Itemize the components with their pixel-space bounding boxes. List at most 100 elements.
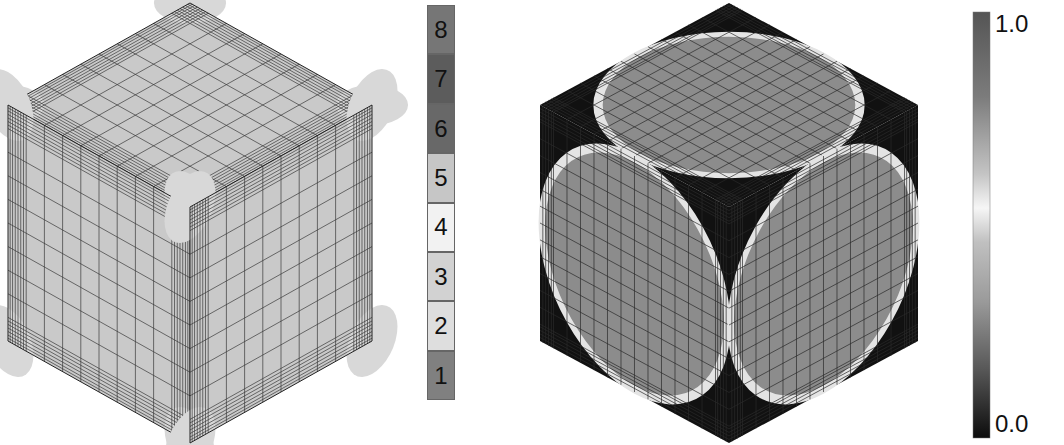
mesh-line	[734, 204, 735, 440]
mesh-line	[15, 7, 197, 109]
mesh-line	[549, 8, 738, 110]
mesh-line	[190, 270, 372, 372]
mesh-line	[172, 13, 354, 115]
mesh-line	[190, 122, 372, 224]
mesh-line	[546, 6, 735, 108]
bar-tick-label: 1.0	[995, 12, 1028, 36]
mesh-line	[540, 240, 729, 342]
mesh-line	[729, 327, 918, 429]
mesh-line	[335, 125, 336, 361]
mesh-line	[8, 125, 190, 227]
mesh-line	[8, 321, 190, 423]
mesh-line	[21, 10, 203, 112]
mesh-line	[8, 108, 190, 210]
mesh-line	[906, 111, 907, 347]
mesh-line	[635, 54, 824, 156]
mesh-line	[850, 141, 851, 377]
mesh-line	[540, 337, 729, 439]
mesh-line	[545, 108, 546, 344]
mesh-line	[8, 247, 190, 349]
mesh-line	[190, 247, 372, 349]
mesh-line	[540, 290, 729, 392]
mesh-line	[12, 108, 13, 344]
mesh-line	[720, 202, 721, 438]
mesh-line	[723, 204, 724, 440]
mesh-line	[543, 5, 732, 107]
mesh-line	[540, 274, 729, 376]
cube-face	[540, 105, 729, 443]
mesh-line	[190, 338, 372, 440]
cube-face	[165, 58, 398, 445]
mesh-line	[190, 335, 372, 437]
mesh-line	[661, 171, 662, 407]
legend-number: 7	[434, 67, 447, 91]
mesh-line	[190, 114, 372, 216]
mesh-line	[20, 112, 21, 348]
mesh-line	[8, 335, 190, 437]
mesh-line	[729, 307, 918, 409]
mesh-line	[10, 4, 192, 106]
mesh-line	[356, 114, 357, 350]
mesh-line	[8, 294, 190, 396]
mesh-line	[675, 178, 676, 414]
mesh-line	[540, 119, 729, 221]
mesh-line	[190, 294, 372, 396]
mesh-line	[548, 110, 549, 346]
mesh-line	[361, 111, 362, 347]
mesh-line	[190, 317, 372, 419]
mesh-line	[635, 54, 824, 156]
mesh-line	[717, 201, 718, 437]
mesh-line	[688, 185, 689, 421]
mesh-line	[8, 324, 190, 426]
mesh-line	[729, 337, 918, 439]
mesh-line	[904, 112, 905, 348]
mesh-line	[540, 223, 729, 325]
mesh-line	[540, 324, 729, 426]
mesh-line	[185, 6, 367, 108]
mesh-line	[729, 112, 918, 214]
mesh-line	[729, 324, 918, 426]
mesh-line	[731, 205, 732, 441]
mesh-line	[18, 9, 200, 111]
cube-face	[0, 58, 215, 445]
mesh-line	[540, 109, 729, 211]
mesh-line	[183, 7, 365, 109]
mesh-line	[540, 116, 729, 218]
mesh-line	[702, 18, 891, 120]
mesh-line	[864, 134, 865, 370]
mesh-line	[540, 330, 729, 432]
mesh-line	[891, 120, 892, 356]
legend-number: 2	[434, 314, 447, 338]
mesh-line	[726, 5, 915, 107]
mesh-line	[877, 127, 878, 363]
mesh-line	[837, 149, 838, 385]
mesh-line	[915, 107, 916, 343]
mesh-line	[99, 54, 281, 156]
mesh-line	[353, 115, 354, 351]
mesh-line	[135, 34, 317, 136]
mesh-line	[689, 25, 878, 127]
mesh-line	[135, 176, 136, 412]
mesh-line	[648, 163, 649, 399]
legend-number: 8	[434, 18, 447, 42]
mesh-line	[8, 114, 190, 216]
mesh-line	[729, 330, 918, 432]
mesh-line	[540, 307, 729, 409]
mesh-line	[117, 166, 118, 402]
mesh-line	[202, 200, 203, 436]
mesh-line	[648, 47, 837, 149]
mesh-line	[317, 136, 318, 372]
mesh-line	[177, 10, 359, 112]
mesh-line	[726, 205, 727, 441]
mesh-line	[10, 106, 11, 342]
mesh-line	[909, 110, 910, 346]
mesh-line	[8, 270, 190, 372]
mesh-line	[718, 9, 907, 111]
mesh-line	[702, 192, 703, 428]
mesh-line	[540, 327, 729, 429]
mesh-line	[542, 107, 543, 343]
mesh-line	[729, 223, 918, 325]
mesh-line	[190, 328, 372, 430]
mesh-line	[715, 200, 716, 436]
